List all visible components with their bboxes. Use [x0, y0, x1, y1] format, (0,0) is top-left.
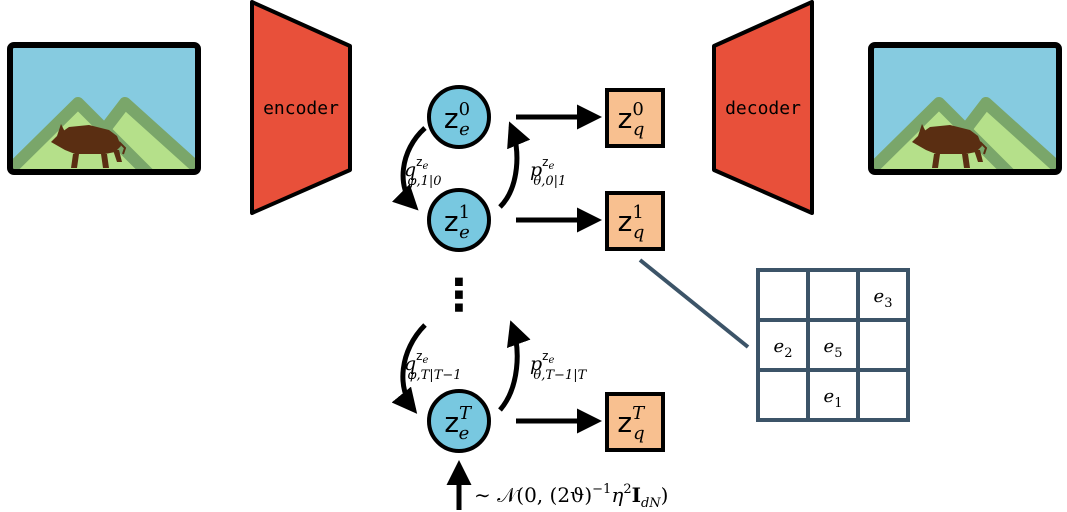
forward-arrow-bottom — [391, 323, 427, 414]
output-frame — [868, 42, 1062, 175]
encoder-block: encoder — [250, 0, 352, 215]
forward-arrow-top — [392, 126, 427, 211]
z1-sub: e — [459, 222, 470, 243]
svg-text:z1q: z1q — [618, 202, 645, 243]
reverse-arrow-bottom — [498, 320, 531, 412]
codebook-e5: e5 — [824, 336, 843, 361]
input-image — [7, 42, 201, 175]
q0-sub: q — [633, 119, 645, 140]
decoder-label: decoder — [725, 98, 801, 119]
reverse-arrow-top — [498, 121, 531, 209]
svg-text:zTq: zTq — [617, 403, 646, 444]
input-boar-icon — [51, 124, 127, 168]
encoder-label: encoder — [263, 98, 339, 119]
z0-sup: 0 — [459, 99, 470, 120]
q0-base: z — [618, 102, 633, 135]
zT-base: z — [444, 406, 459, 439]
decoder-shape — [712, 0, 814, 215]
z1-sup: 1 — [459, 202, 470, 223]
q1-sub: q — [633, 222, 645, 243]
q1-base: z — [618, 205, 633, 238]
z0-base: z — [444, 102, 459, 135]
q1-sup: 1 — [632, 202, 643, 223]
svg-text:z0e: z0e — [444, 99, 470, 140]
input-frame — [7, 42, 201, 175]
prior-label: ∼ 𝒩(0, (2ϑ)−1η2IdN) — [474, 482, 668, 511]
z0-sub: e — [459, 119, 470, 140]
codebook-e3: e3 — [874, 286, 893, 311]
codebook-grid: e3 e2 e5 e1 — [756, 268, 910, 422]
decoder-block: decoder — [712, 0, 814, 215]
q0-sup: 0 — [632, 99, 643, 120]
svg-text:z1e: z1e — [444, 202, 470, 243]
qT-sub: q — [633, 423, 645, 444]
qT-sup: T — [632, 403, 646, 424]
zT-sup: T — [459, 403, 473, 424]
chain-ellipsis: ⋮ — [437, 270, 481, 321]
codebook-connector — [638, 258, 750, 349]
svg-text:zTe: zTe — [444, 403, 473, 444]
zT-sub: e — [459, 423, 470, 444]
output-image — [868, 42, 1062, 175]
qT-base: z — [617, 406, 632, 439]
z1-base: z — [444, 205, 459, 238]
codebook-e1: e1 — [824, 386, 843, 411]
output-boar-icon — [912, 124, 988, 168]
svg-text:z0q: z0q — [618, 99, 645, 140]
codebook-e2: e2 — [774, 336, 793, 361]
encoder-shape — [250, 0, 352, 215]
